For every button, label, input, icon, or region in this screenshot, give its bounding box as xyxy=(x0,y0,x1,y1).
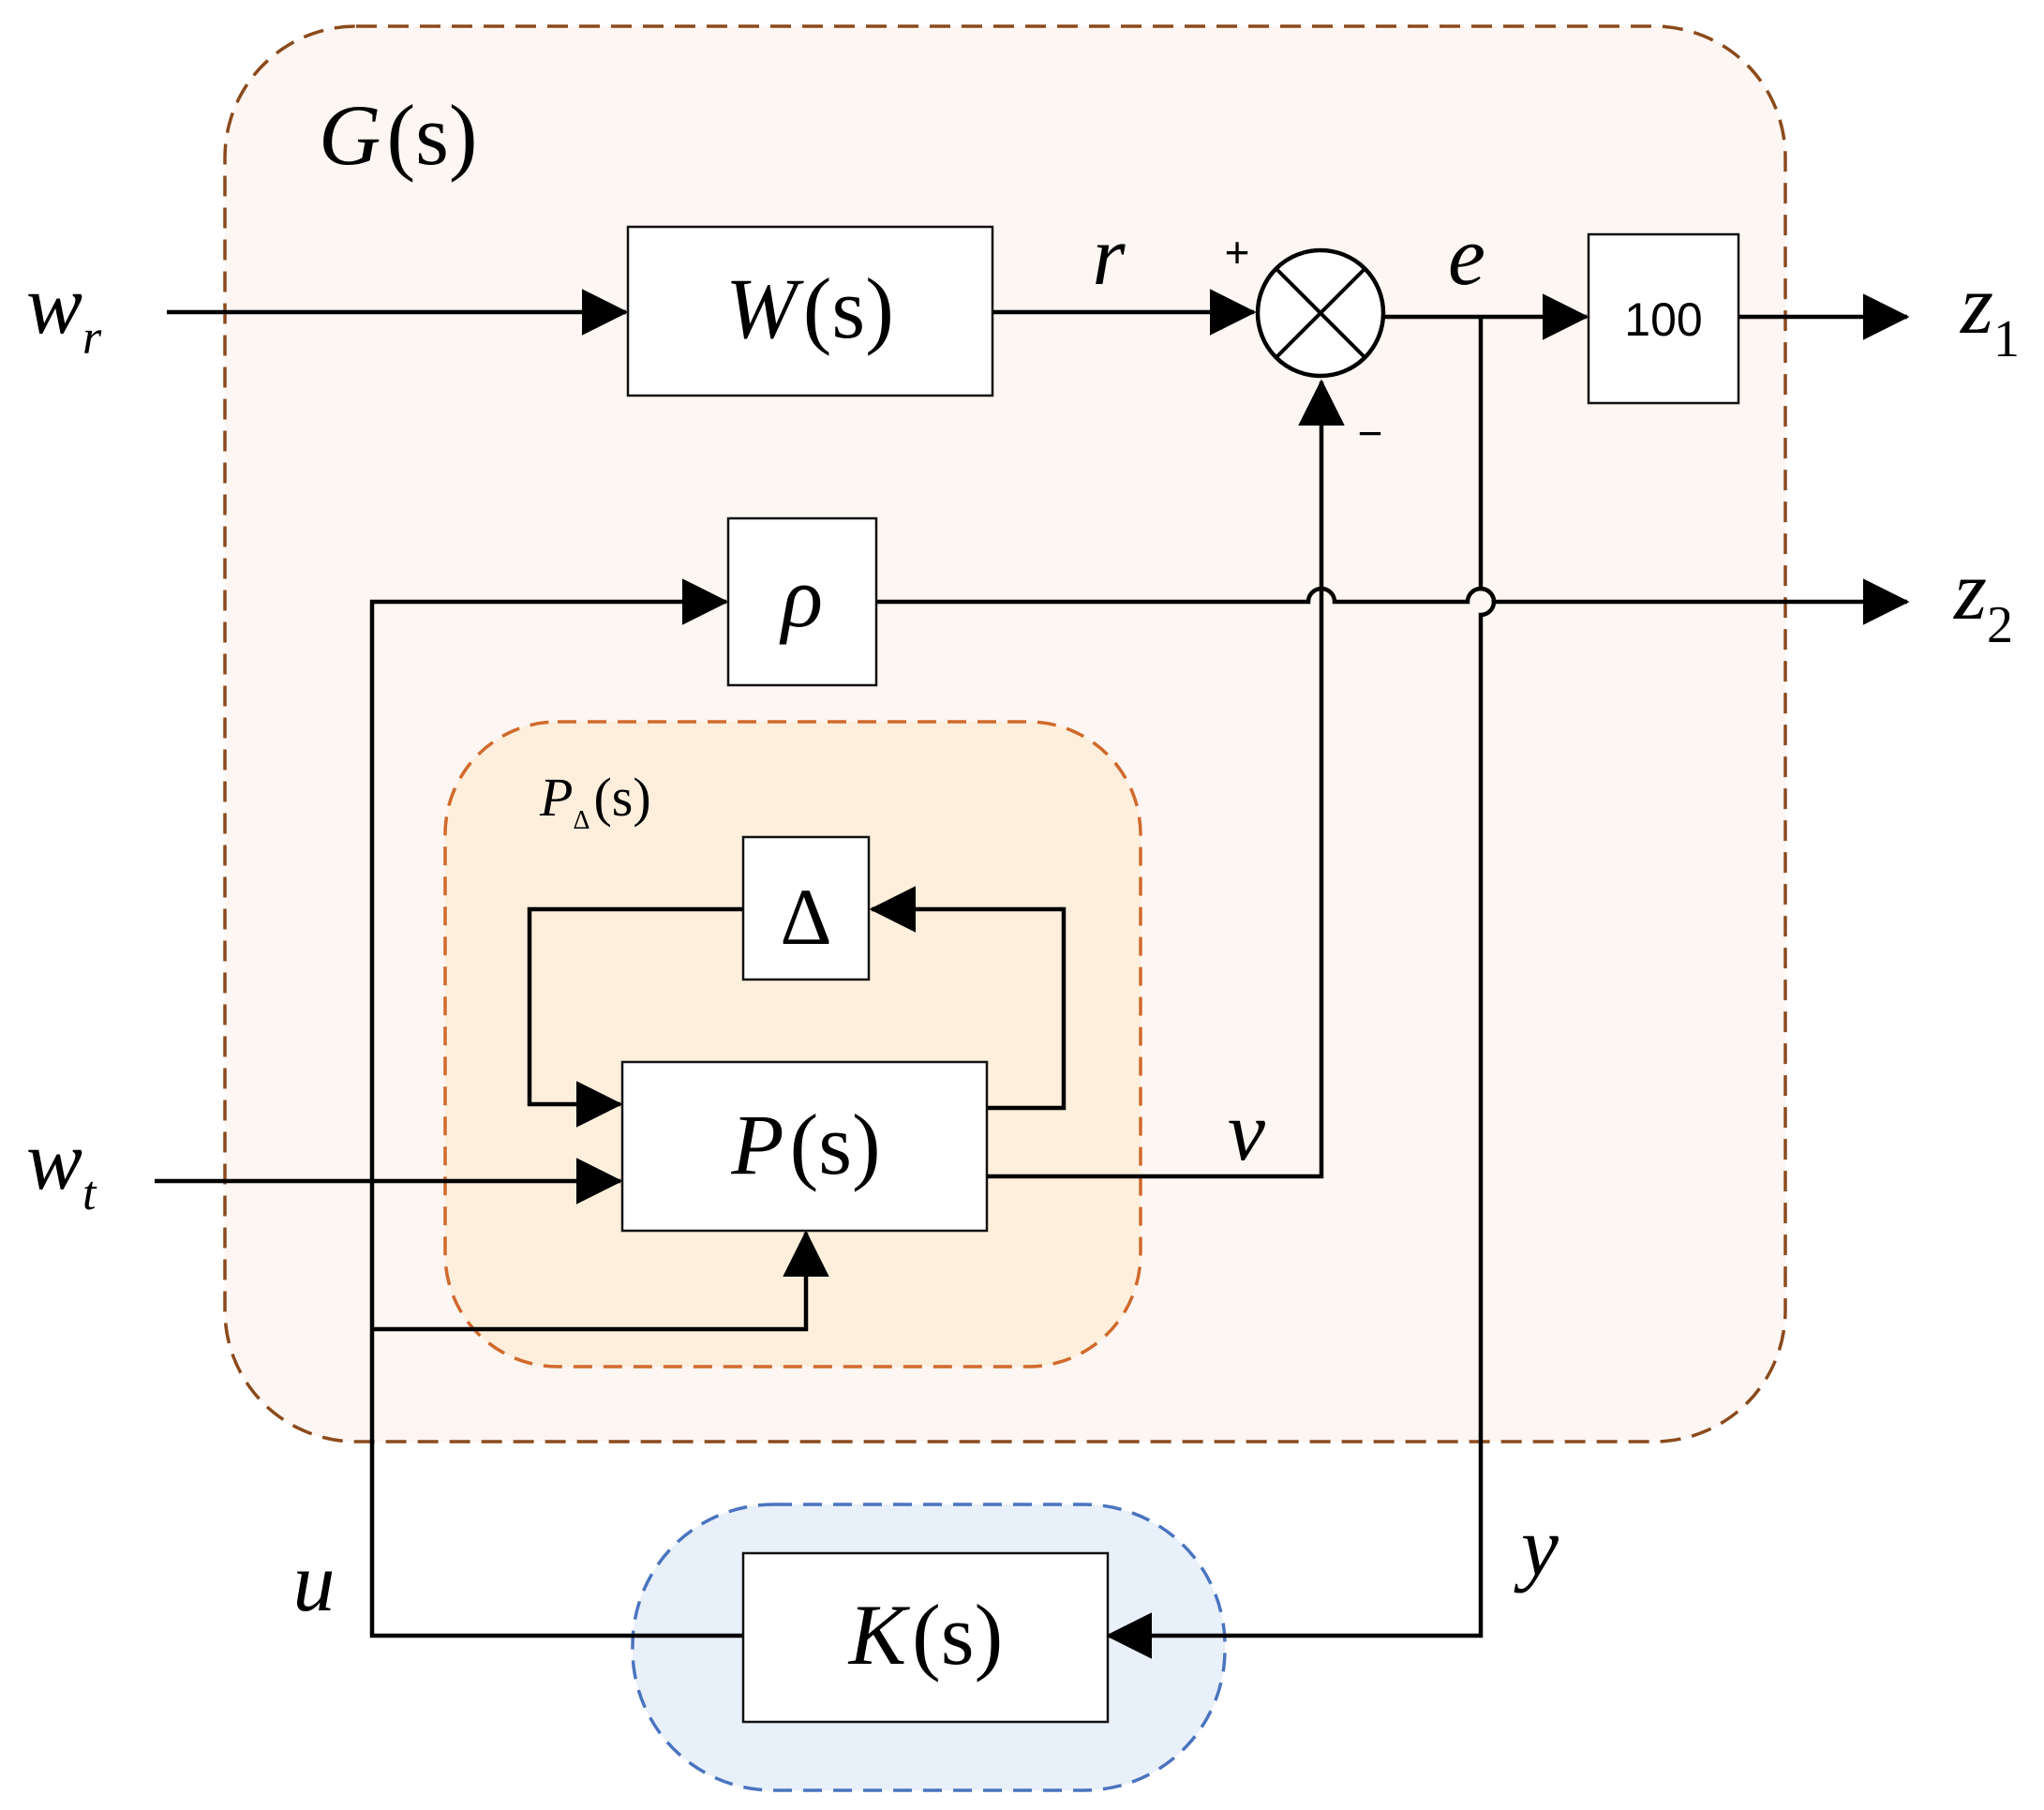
signal-r-label: r xyxy=(1092,210,1126,303)
generalized-plant-label: G(s) xyxy=(319,87,478,183)
signal-u-label: u xyxy=(293,1536,336,1629)
rho-block-label: ρ xyxy=(779,549,823,645)
wire-delta-to-plant xyxy=(527,906,742,1128)
signal-v-label: v xyxy=(1228,1085,1265,1178)
signal-wr-symbol: w xyxy=(26,259,82,352)
signal-z1-symbol: z xyxy=(1959,259,1993,352)
gain-block xyxy=(1587,232,1740,405)
signal-wt-symbol: w xyxy=(26,1114,82,1207)
controller-block-arg: (s) xyxy=(912,1587,1003,1683)
controller-block xyxy=(741,1551,1110,1724)
gain-block-label: 100 xyxy=(1624,293,1702,346)
uncertain-plant-label: PΔ(s) xyxy=(539,767,651,835)
summing-junction xyxy=(1255,247,1386,379)
signal-wt-sub: t xyxy=(82,1167,97,1220)
signal-z1-sub: 1 xyxy=(1993,310,2020,368)
controller-block-label: K(s) xyxy=(847,1587,1003,1683)
plant-block-arg: (s) xyxy=(790,1097,881,1192)
generalized-plant-arg: (s) xyxy=(386,87,477,183)
wire-u-from-controller xyxy=(369,578,742,1638)
wire-rho-to-z2 xyxy=(876,578,1910,625)
weight-block-label: W(s) xyxy=(725,261,894,356)
delta-block-label: Δ xyxy=(780,872,831,962)
signal-wr-sub: r xyxy=(82,311,102,365)
weight-block xyxy=(626,225,994,397)
signal-e-label: e xyxy=(1448,210,1485,303)
weight-block-symbol: W xyxy=(725,261,804,356)
weight-block-arg: (s) xyxy=(803,261,894,356)
signal-wr-label: wr xyxy=(26,259,102,365)
generalized-plant-symbol: G xyxy=(319,87,380,183)
uncertain-plant-symbol: P xyxy=(539,767,573,828)
signal-z1-label: z1 xyxy=(1959,259,2020,368)
signal-z2-sub: 2 xyxy=(1987,596,2013,654)
wire-v-to-sum xyxy=(986,379,1345,1179)
signal-y-label: y xyxy=(1514,1501,1559,1593)
signal-wt-label: wt xyxy=(26,1114,97,1220)
rho-block xyxy=(726,516,878,687)
sum-plus-sign: + xyxy=(1225,228,1250,277)
plant-block-label: P(s) xyxy=(730,1097,880,1192)
plant-block xyxy=(620,1060,989,1233)
signal-z2-symbol: z xyxy=(1952,545,1987,637)
controller-block-symbol: K xyxy=(847,1587,911,1683)
signal-z2-label: z2 xyxy=(1952,545,2013,654)
plant-block-symbol: P xyxy=(730,1097,783,1192)
uncertain-plant-sub: Δ xyxy=(573,806,589,835)
wire-plant-to-delta xyxy=(869,886,1067,1111)
uncertain-plant-arg: (s) xyxy=(593,767,650,828)
wire-u-to-plant xyxy=(372,1230,829,1332)
sum-minus-sign: − xyxy=(1358,409,1383,457)
delta-block xyxy=(741,835,871,981)
cross-circle-icon-stroke-b xyxy=(1275,267,1366,359)
